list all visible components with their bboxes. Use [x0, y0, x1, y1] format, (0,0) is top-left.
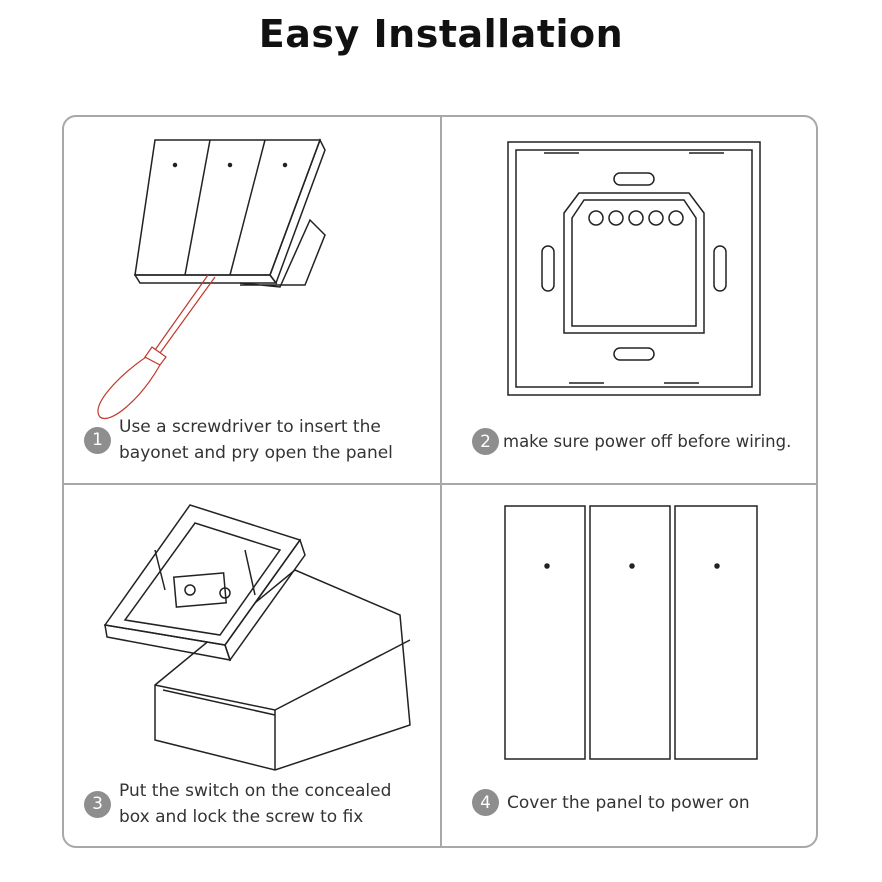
step3-caption: 3 Put the switch on the concealed box and… [84, 778, 391, 830]
step4-finished-panel-illustration [504, 505, 758, 760]
step1-caption: 1 Use a screwdriver to insert the bayonet… [84, 414, 393, 466]
step1-pry-panel-illustration [97, 138, 326, 420]
divider-horizontal [62, 483, 818, 485]
step-number-badge: 2 [472, 428, 499, 455]
step4-text: Cover the panel to power on [507, 792, 750, 813]
step3-mount-box-illustration [103, 504, 411, 771]
step1-text-line2: bayonet and pry open the panel [119, 443, 393, 463]
step-number-badge: 1 [84, 426, 111, 454]
step3-text-line2: box and lock the screw to fix [119, 807, 364, 827]
divider-vertical [440, 115, 442, 848]
step2-text: make sure power off before wiring. [503, 431, 792, 451]
step3-text-line1: Put the switch on the concealed [119, 781, 392, 801]
step2-caption: 2 make sure power off before wiring. [472, 428, 791, 455]
step1-text-line1: Use a screwdriver to insert the [119, 417, 381, 437]
step4-caption: 4 Cover the panel to power on [472, 789, 750, 816]
step-number-badge: 4 [472, 789, 499, 816]
step-number-badge: 3 [84, 790, 111, 818]
page-title: Easy Installation [258, 12, 624, 56]
step2-wiring-base-illustration [507, 141, 761, 396]
